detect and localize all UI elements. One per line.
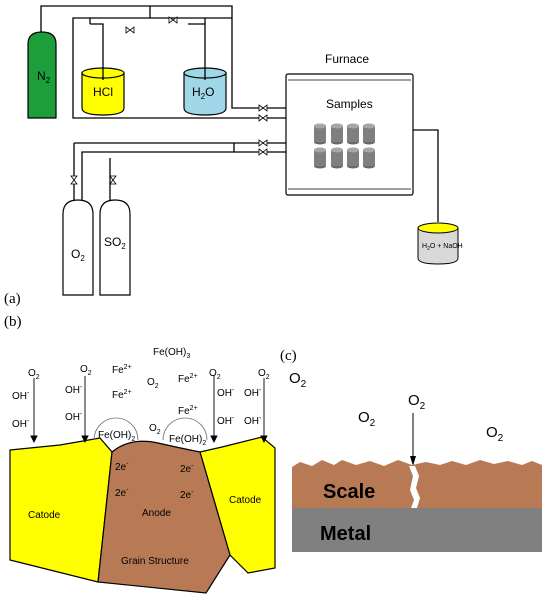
svg-text:Fe(OH)2: Fe(OH)2: [98, 430, 135, 443]
grain-structure-label: Grain Structure: [121, 556, 189, 567]
anode-grain: [97, 440, 231, 594]
o2-label: O2: [71, 247, 85, 263]
water-label: H2O: [192, 85, 214, 101]
arrows: [30, 376, 268, 444]
catode-label-left: Catode: [28, 510, 61, 521]
svg-text:O2: O2: [147, 377, 159, 390]
furnace-label: Furnace: [325, 52, 369, 66]
svg-text:Fe2+: Fe2+: [178, 373, 198, 385]
svg-text:OH-: OH-: [244, 387, 262, 399]
svg-text:OH-: OH-: [244, 415, 262, 427]
pit-circle-left: [93, 417, 139, 441]
hydroxide-labels: OH- OH- OH- OH- OH- OH- OH- OH-: [12, 384, 262, 430]
so2-cylinder: SO2: [99, 199, 131, 296]
cathode-right: [199, 436, 276, 574]
water-bottle: H2O: [183, 62, 227, 116]
samples-label: Samples: [326, 97, 373, 111]
catode-label-right: Catode: [229, 495, 262, 506]
svg-text:O2: O2: [209, 368, 221, 381]
svg-text:2e-: 2e-: [115, 461, 129, 473]
svg-text:OH-: OH-: [217, 415, 235, 427]
panel-c-label: (c): [280, 348, 297, 364]
svg-text:O2: O2: [28, 368, 40, 381]
oxygen-labels: O2 O2 O2 O2: [289, 370, 504, 444]
svg-text:O2: O2: [408, 392, 426, 412]
iron-ion-labels: Fe2+ Fe2+ Fe2+ Fe2+: [112, 364, 198, 417]
hcl-bottle: HCl: [81, 62, 125, 116]
o2-cylinder: O2: [62, 199, 94, 296]
pit-circle-right: [162, 417, 208, 441]
panel-b-label: (b): [4, 314, 22, 330]
n2-label: N2: [37, 69, 51, 85]
cathode-left: [9, 437, 113, 583]
naoh-trap: H2O + NaOH: [417, 222, 463, 265]
panel-a: N2 HCl H2O Furnace Samples: [4, 5, 463, 307]
svg-text:OH-: OH-: [217, 387, 235, 399]
svg-text:O2: O2: [80, 364, 92, 377]
so2-label: SO2: [104, 235, 126, 251]
svg-text:Fe(OH)2: Fe(OH)2: [169, 434, 206, 447]
svg-text:Fe2+: Fe2+: [112, 364, 132, 376]
n2-cylinder: N2: [27, 31, 57, 119]
electron-labels: 2e- 2e- 2e- 2e-: [115, 461, 194, 501]
panel-b: (b) Fe(OH)3 O2 O2 O2 O2 O2 O2 OH- OH-: [4, 314, 276, 594]
trap-label: H2O + NaOH: [422, 243, 463, 252]
o2-labels: O2 O2 O2 O2 O2 O2: [28, 364, 270, 436]
svg-text:Fe2+: Fe2+: [112, 389, 132, 401]
svg-text:O2: O2: [149, 423, 161, 436]
svg-text:OH-: OH-: [65, 384, 83, 396]
svg-text:2e-: 2e-: [180, 463, 194, 475]
oxygen-arrow: [410, 413, 416, 466]
scale-crack: [409, 466, 420, 508]
hcl-label: HCl: [93, 85, 113, 99]
panel-c: (c) O2 O2 O2 O2 Scale Metal: [280, 348, 542, 552]
svg-text:O2: O2: [486, 424, 504, 444]
svg-text:OH-: OH-: [65, 411, 83, 423]
svg-text:OH-: OH-: [12, 390, 30, 402]
svg-text:2e-: 2e-: [115, 487, 129, 499]
anode-label: Anode: [142, 508, 171, 519]
svg-text:O2: O2: [289, 370, 307, 390]
furnace: Furnace Samples: [285, 52, 414, 196]
svg-text:2e-: 2e-: [180, 489, 194, 501]
svg-text:Fe2+: Fe2+: [178, 405, 198, 417]
svg-text:OH-: OH-: [12, 418, 30, 430]
fe-oh3-label: Fe(OH)3: [153, 347, 190, 360]
metal-layer: [292, 508, 542, 552]
panel-a-label: (a): [4, 291, 21, 307]
iron-hydroxide-labels: Fe(OH)2 Fe(OH)2: [98, 430, 206, 447]
scale-label: Scale: [323, 481, 375, 503]
svg-text:O2: O2: [258, 368, 270, 381]
svg-text:O2: O2: [358, 409, 376, 429]
metal-label: Metal: [320, 523, 371, 545]
